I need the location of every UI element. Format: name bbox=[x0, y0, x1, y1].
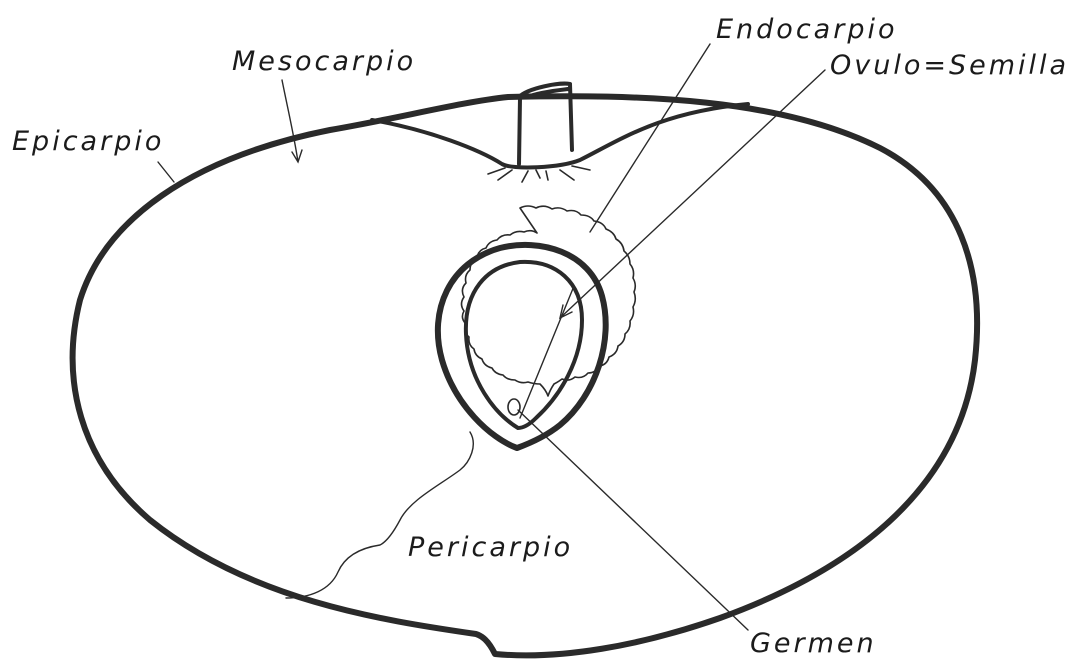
pericarpio-brace bbox=[286, 432, 473, 598]
leader-epicarpio bbox=[158, 162, 174, 182]
label-ovulo: Ovulo=Semilla bbox=[830, 50, 1069, 81]
label-germen: Germen bbox=[750, 628, 877, 659]
label-epicarpio: Epicarpio bbox=[12, 126, 164, 157]
leader-germen-pointer bbox=[520, 286, 574, 418]
leader-endocarpio bbox=[590, 44, 710, 232]
germ-embryo bbox=[508, 399, 520, 415]
label-mesocarpio: Mesocarpio bbox=[232, 46, 416, 77]
label-pericarpio: Pericarpio bbox=[408, 532, 573, 563]
seed-inner bbox=[466, 262, 582, 428]
leader-ovulo bbox=[560, 70, 825, 318]
leader-mesocarpio bbox=[282, 80, 302, 162]
label-endocarpio: Endocarpio bbox=[716, 14, 897, 45]
fruit-outer-skin bbox=[73, 96, 977, 655]
endocarp-wavy-outline bbox=[462, 206, 636, 396]
leader-germen bbox=[518, 410, 748, 630]
